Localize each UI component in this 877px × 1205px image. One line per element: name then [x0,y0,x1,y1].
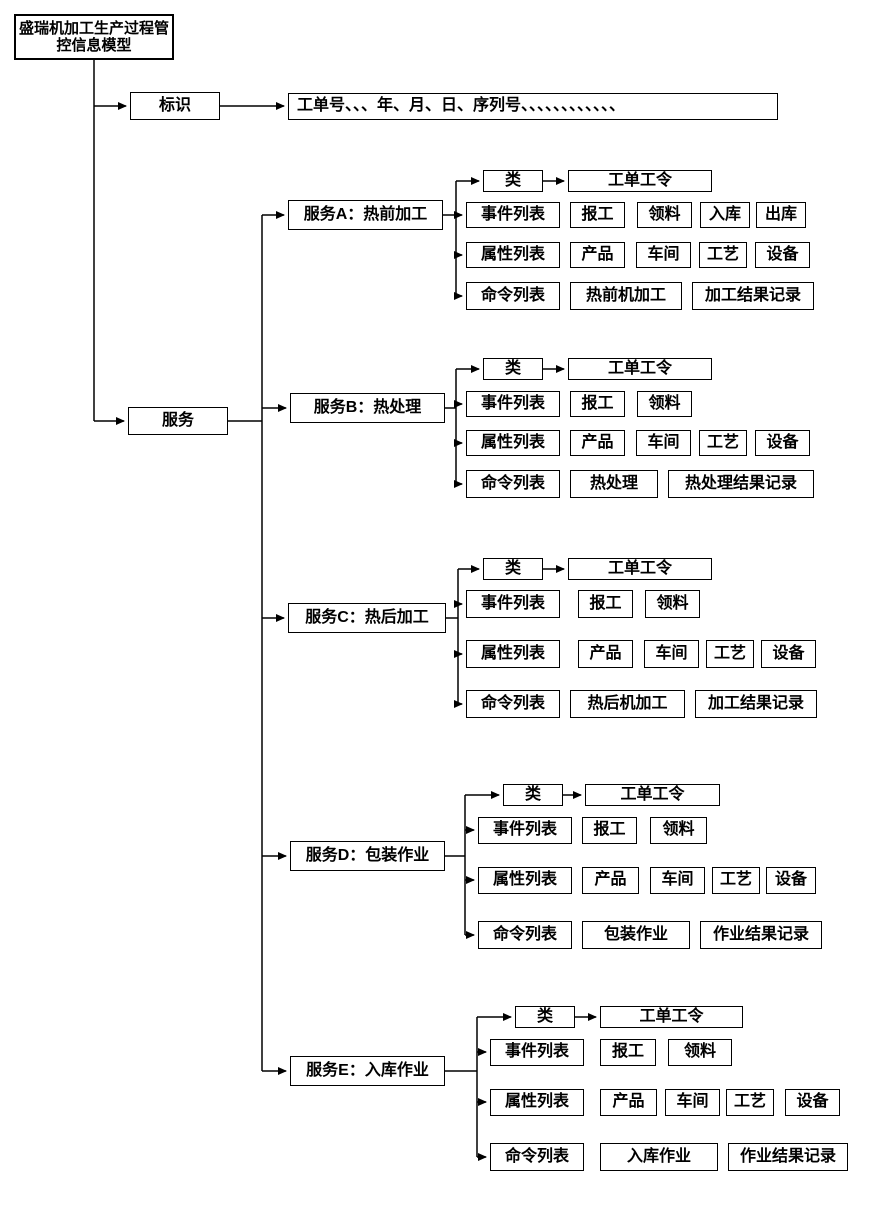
node-identification: 标识 [130,92,220,120]
svc-b-attr-2: 工艺 [699,430,747,456]
svc-b-class-value: 工单工令 [568,358,712,380]
svc-a-attr-2: 工艺 [699,242,747,268]
svc-b-cmd-1: 热处理结果记录 [668,470,814,498]
svc-c-events-label: 事件列表 [466,590,560,618]
node-service-b: 服务B：热处理 [290,393,445,423]
svc-d-cmd-1: 作业结果记录 [700,921,822,949]
svc-c-event-0: 报工 [578,590,633,618]
svc-c-cmds-label: 命令列表 [466,690,560,718]
svc-c-attr-2: 工艺 [706,640,754,668]
svc-c-attr-3: 设备 [761,640,816,668]
svc-b-attr-0: 产品 [570,430,625,456]
svc-b-attr-3: 设备 [755,430,810,456]
svc-e-class-value: 工单工令 [600,1006,743,1028]
svc-b-event-1: 领料 [637,391,692,417]
svc-c-cmd-0: 热后机加工 [570,690,685,718]
svc-e-cmd-0: 入库作业 [600,1143,718,1171]
svc-d-class-label: 类 [503,784,563,806]
svc-e-attr-2: 工艺 [726,1089,774,1116]
svc-a-class-label: 类 [483,170,543,192]
svc-c-attrs-label: 属性列表 [466,640,560,668]
svc-e-cmds-label: 命令列表 [490,1143,584,1171]
svc-c-cmd-1: 加工结果记录 [695,690,817,718]
svc-c-class-value: 工单工令 [568,558,712,580]
node-service-a: 服务A：热前加工 [288,200,443,230]
node-service: 服务 [128,407,228,435]
connector-group-service-b [445,365,565,488]
svc-a-attrs-label: 属性列表 [466,242,560,268]
svc-d-cmd-0: 包装作业 [582,921,690,949]
svc-b-attrs-label: 属性列表 [466,430,560,456]
svc-a-class-value: 工单工令 [568,170,712,192]
svc-a-cmds-label: 命令列表 [466,282,560,310]
svc-e-attr-1: 车间 [665,1089,720,1116]
svc-b-attr-1: 车间 [636,430,691,456]
svc-d-attr-0: 产品 [582,867,639,894]
connector-group-service-e [445,1013,597,1161]
svc-e-event-0: 报工 [600,1039,656,1066]
svc-e-attr-0: 产品 [600,1089,657,1116]
svc-d-event-0: 报工 [582,817,637,844]
svc-a-event-3: 出库 [756,202,806,228]
svc-c-attr-0: 产品 [578,640,633,668]
svc-e-class-label: 类 [515,1006,575,1028]
svc-b-class-label: 类 [483,358,543,380]
svc-b-event-0: 报工 [570,391,625,417]
svc-d-attr-1: 车间 [650,867,705,894]
svc-e-attr-3: 设备 [785,1089,840,1116]
svc-e-attrs-label: 属性列表 [490,1089,584,1116]
svc-d-attr-3: 设备 [766,867,816,894]
svc-b-events-label: 事件列表 [466,391,560,417]
svc-a-cmd-0: 热前机加工 [570,282,682,310]
svc-d-class-value: 工单工令 [585,784,720,806]
node-service-e: 服务E：入库作业 [290,1056,445,1086]
svc-d-event-1: 领料 [650,817,707,844]
svc-a-attr-3: 设备 [755,242,810,268]
connector-group-main [93,60,287,1075]
node-service-d: 服务D：包装作业 [290,841,445,871]
svc-e-cmd-1: 作业结果记录 [728,1143,848,1171]
svc-a-events-label: 事件列表 [466,202,560,228]
svc-a-event-2: 入库 [700,202,750,228]
svc-d-cmds-label: 命令列表 [478,921,572,949]
svc-a-attr-0: 产品 [570,242,625,268]
svc-e-events-label: 事件列表 [490,1039,584,1066]
svc-b-cmds-label: 命令列表 [466,470,560,498]
svc-a-event-1: 领料 [637,202,692,228]
node-identification-value: 工单号、、、年、月、日、序列号、、、、、、、、、、、、 [288,93,778,120]
node-root-title: 盛瑞机加工生产过程管控信息模型 [14,14,174,60]
svc-c-event-1: 领料 [645,590,700,618]
svc-c-class-label: 类 [483,558,543,580]
svc-d-attr-2: 工艺 [712,867,760,894]
svc-a-event-0: 报工 [570,202,625,228]
svc-a-cmd-1: 加工结果记录 [692,282,814,310]
svc-a-attr-1: 车间 [636,242,691,268]
svc-d-events-label: 事件列表 [478,817,572,844]
connector-group-service-a [443,177,565,300]
svc-c-attr-1: 车间 [644,640,699,668]
svc-e-event-1: 领料 [668,1039,732,1066]
node-service-c: 服务C：热后加工 [288,603,446,633]
svc-d-attrs-label: 属性列表 [478,867,572,894]
connector-group-service-d [445,791,582,939]
svc-b-cmd-0: 热处理 [570,470,658,498]
